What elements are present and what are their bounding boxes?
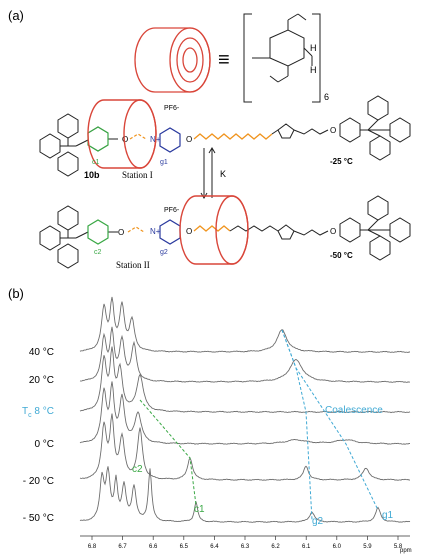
ppm-unit-label: ppm [400,548,412,554]
spectrum-0c [79,381,411,445]
axis-tick-label: 6.5 [180,544,189,550]
nmr-spectra [79,296,411,523]
hydrogen-label-top: H [310,43,317,53]
svg-text:O: O [186,135,192,144]
temp-label-tc: Tc 8 °C [22,406,54,419]
equals-sign: ≡ [218,49,230,71]
guide-g2 [281,329,313,521]
ppm-axis-ticks: 6.8 6.7 6.6 6.5 6.4 6.3 6.2 6.1 6.0 5.9 5.8 [88,536,403,550]
station-2-label: Station II [116,260,150,270]
axis-tick-label: 5.8 [394,544,403,550]
hydrogen-label-bottom: H [310,65,317,75]
counterion-bottom: PF6- [164,207,180,214]
panel-b-label: (b) [8,286,24,301]
equilibrium-arrows [200,147,216,199]
spectrum-40c [79,296,410,353]
spectrum-20c [79,326,410,383]
axis-tick-label: 5.9 [363,544,372,550]
proton-label-g2: g2 [160,249,168,256]
axis-tick-label: 6.0 [333,544,342,550]
pillar-repeat-count: 6 [324,92,329,102]
temp-label-20: 20 °C [29,375,54,386]
axis-tick-label: 6.6 [149,544,158,550]
peak-label-g1: g1 [382,510,394,521]
temp-label-0: 0 °C [34,439,54,450]
spectrum-minus50c [79,466,411,523]
axis-tick-label: 6.1 [302,544,311,550]
guide-g1 [281,329,379,511]
svg-text:O: O [122,135,128,144]
temp-label-minus20: - 20 °C [23,476,54,487]
coalescence-label: Coalescence [325,405,383,416]
rotaxane-station-2: O N+ O O [39,195,411,269]
axis-tick-label: 6.3 [241,544,250,550]
proton-label-c1: c1 [92,159,100,166]
station-1-label: Station I [122,170,153,180]
svg-text:O: O [330,227,336,236]
axis-tick-label: 6.7 [118,544,127,550]
pyridinium-n-bottom: N+ [150,227,161,236]
peak-label-g2: g2 [312,516,324,527]
equilibrium-constant: K [220,169,226,179]
temperature-top: -25 °C [330,157,353,166]
svg-text:O: O [330,126,336,135]
temperature-bottom: -50 °C [330,251,353,260]
proton-label-c2: c2 [94,249,102,256]
proton-label-g1: g1 [160,159,168,166]
peak-label-c2: c2 [132,464,143,475]
guide-c1 [139,399,197,506]
spectrum-tc [79,346,411,414]
counterion-top: PF6- [164,105,180,112]
svg-text:O: O [186,227,192,236]
pillar-repeat-unit [243,13,321,103]
axis-tick-label: 6.8 [88,544,97,550]
peak-label-c1: c1 [194,504,205,515]
svg-text:O: O [118,228,124,237]
compound-label: 10b [84,170,100,180]
spectrum-minus20c [79,413,411,481]
coalescence-guide-lines [139,329,379,521]
axis-tick-label: 6.4 [210,544,219,550]
rotaxane-station-1: O N+ O O [39,95,411,177]
panel-a-label: (a) [8,8,24,23]
axis-tick-label: 6.2 [271,544,280,550]
pillararene-cylinder-icon [134,27,211,93]
temp-label-40: 40 °C [29,347,54,358]
temp-label-minus50: - 50 °C [23,513,54,524]
